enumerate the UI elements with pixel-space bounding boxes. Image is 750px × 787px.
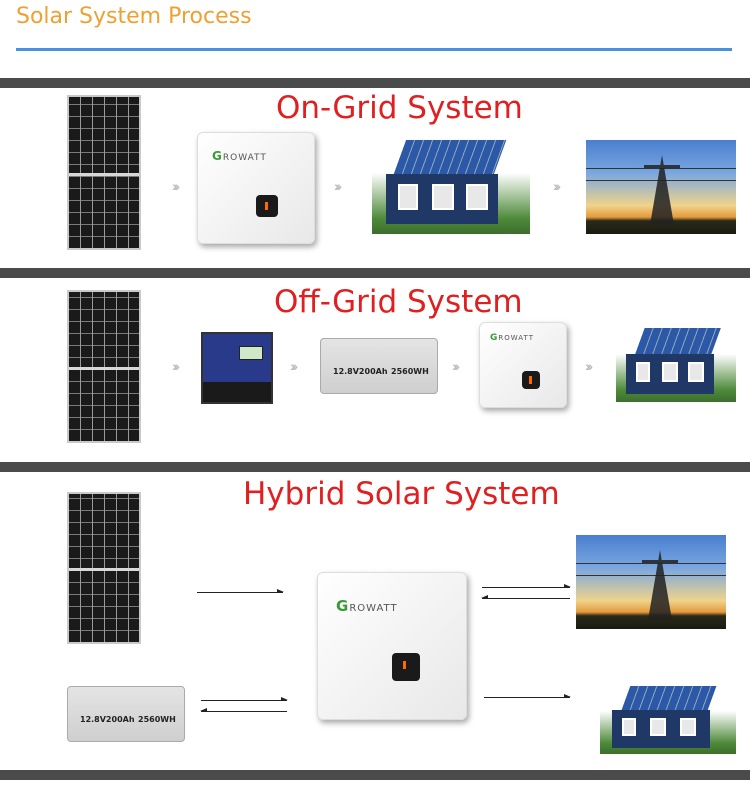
arrow-right-icon	[484, 694, 571, 698]
solar-panel-icon	[67, 95, 141, 250]
divider	[0, 268, 750, 278]
chevron-right-icon: ›››	[585, 358, 593, 374]
title-underline	[16, 48, 732, 51]
chevron-right-icon: ›››	[553, 178, 561, 194]
inverter-icon: GROWATT	[479, 322, 567, 408]
house-icon	[616, 322, 736, 402]
power-grid-icon	[576, 535, 726, 629]
arrow-right-icon	[197, 589, 284, 593]
divider	[0, 462, 750, 472]
house-icon	[600, 682, 736, 754]
arrow-right-icon	[482, 584, 571, 588]
arrow-left-icon	[200, 708, 287, 712]
section-title-on-grid: On-Grid System	[276, 90, 523, 126]
battery-icon: 12.8V200Ah 2560WH	[320, 338, 438, 394]
divider	[0, 770, 750, 780]
page-title: Solar System Process	[16, 4, 252, 29]
inverter-icon: GROWATT	[317, 572, 467, 720]
solar-panel-icon	[67, 492, 141, 644]
charge-controller-icon	[201, 332, 273, 404]
power-grid-icon	[586, 140, 736, 234]
chevron-right-icon: ›››	[334, 178, 342, 194]
battery-icon: 12.8V200Ah 2560WH	[67, 686, 185, 742]
solar-panel-icon	[67, 290, 141, 443]
section-title-hybrid: Hybrid Solar System	[243, 476, 560, 512]
chevron-right-icon: ›››	[452, 358, 460, 374]
arrow-left-icon	[481, 595, 570, 599]
divider	[0, 78, 750, 88]
chevron-right-icon: ›››	[172, 178, 180, 194]
house-icon	[372, 132, 530, 234]
section-title-off-grid: Off-Grid System	[274, 284, 523, 320]
inverter-icon: GROWATT	[197, 132, 315, 244]
arrow-right-icon	[201, 697, 288, 701]
chevron-right-icon: ›››	[172, 358, 180, 374]
chevron-right-icon: ›››	[290, 358, 298, 374]
